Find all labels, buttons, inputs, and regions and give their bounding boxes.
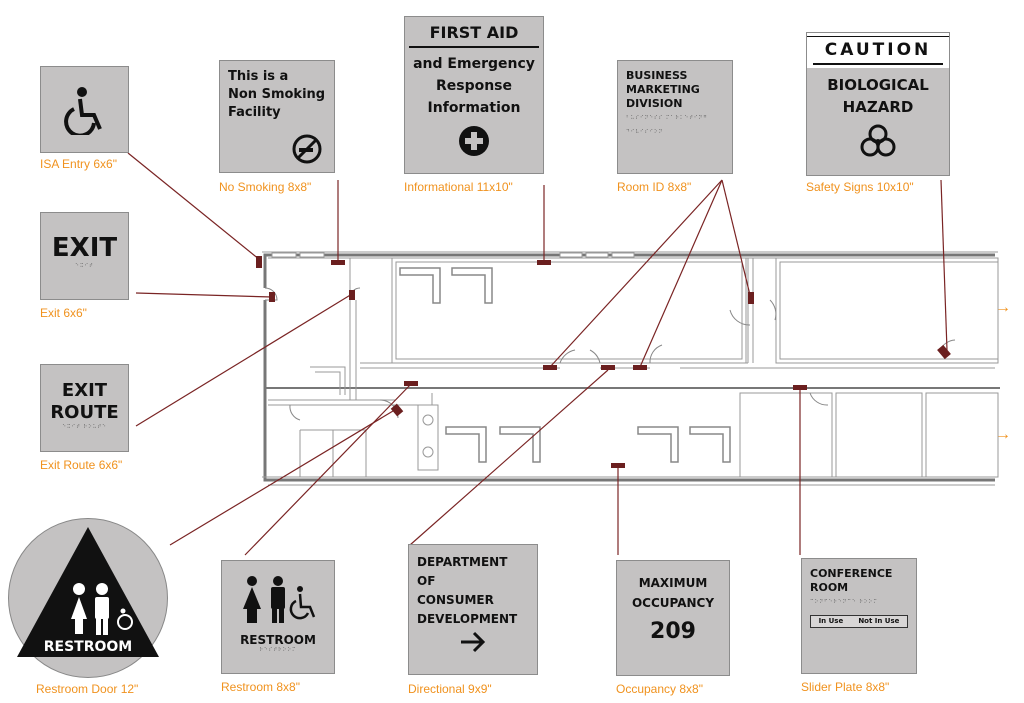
biohazard-icon — [860, 124, 896, 157]
room-id-line-1: BUSINESS — [626, 69, 688, 82]
slider-plate-sign: CONFERENCE ROOM ⠉⠕⠝⠋⠑⠗⠑⠝⠉⠑ ⠗⠕⠕⠍ In Use N… — [801, 558, 917, 674]
no-smoking-line-3: Facility — [228, 105, 281, 120]
restroom-sign: RESTROOM ⠗⠑⠎⠞⠗⠕⠕⠍ — [221, 560, 335, 674]
continuation-arrow-bottom: → — [995, 426, 1011, 443]
room-id-caption: Room ID 8x8" — [617, 180, 692, 194]
room-id-line-3: DIVISION — [626, 97, 683, 110]
restroom-door-text: RESTROOM — [43, 639, 133, 655]
occupancy-sign: MAXIMUM OCCUPANCY 209 — [616, 560, 730, 676]
restroom-door-sign: RESTROOM — [8, 518, 168, 678]
first-aid-sign: FIRST AID and Emergency Response Informa… — [404, 16, 544, 174]
room-id-braille: ⠃⠥⠎⠊⠝⠑⠎⠎ ⠍⠁⠗⠅⠑⠞⠊⠝⠛ ⠙⠊⠧⠊⠎⠊⠕⠝ — [626, 115, 708, 135]
exit-text: EXIT — [51, 233, 118, 263]
caution-line-1: BIOLOGICAL — [827, 76, 929, 94]
caution-line-2: HAZARD — [842, 98, 914, 116]
caution-caption: Safety Signs 10x10" — [806, 180, 914, 194]
no-smoking-sign: This is a Non Smoking Facility — [219, 60, 335, 173]
interior-walls — [262, 251, 999, 486]
in-use-label: In Use — [818, 617, 844, 625]
building-walls — [263, 253, 1000, 482]
occupancy-number: 209 — [650, 619, 696, 644]
exit-braille: ⠑⠭⠊⠞ — [75, 263, 94, 269]
not-in-use-label: Not In Use — [858, 617, 900, 625]
occupancy-line-1: MAXIMUM — [638, 576, 708, 590]
isa-entry-caption: ISA Entry 6x6" — [40, 157, 117, 171]
wheelchair-icon — [63, 86, 102, 135]
occupancy-line-2: OCCUPANCY — [631, 596, 715, 610]
directional-line-3: DEVELOPMENT — [417, 612, 518, 626]
restroom-braille: ⠗⠑⠎⠞⠗⠕⠕⠍ — [259, 647, 297, 653]
exit-caption: Exit 6x6" — [40, 306, 87, 320]
exit-route-line-2: ROUTE — [50, 402, 119, 423]
arrow-right-icon — [461, 631, 486, 653]
no-smoking-caption: No Smoking 8x8" — [219, 180, 312, 194]
continuation-arrow-top: → — [995, 299, 1011, 316]
first-aid-caption: Informational 11x10" — [404, 180, 513, 194]
exit-route-braille: ⠑⠭⠊⠞ ⠗⠕⠥⠞⠑ — [62, 424, 107, 430]
room-id-line-2: MARKETING — [626, 83, 700, 96]
restroom-text: RESTROOM — [240, 633, 316, 647]
no-smoking-line-1: This is a — [228, 69, 289, 84]
directional-line-1: DEPARTMENT OF — [417, 555, 508, 588]
first-aid-line-3: Information — [427, 100, 521, 116]
first-aid-line-2: Response — [435, 78, 513, 94]
no-smoking-line-2: Non Smoking — [228, 87, 326, 102]
room-id-sign: BUSINESS MARKETING DIVISION ⠃⠥⠎⠊⠝⠑⠎⠎ ⠍⠁⠗… — [617, 60, 733, 174]
no-smoking-icon — [292, 134, 322, 164]
restroom-triangle-icon — [17, 527, 159, 657]
windows — [271, 252, 635, 258]
exit-route-sign: EXIT ROUTE ⠑⠭⠊⠞ ⠗⠕⠥⠞⠑ — [40, 364, 129, 452]
isa-entry-sign — [40, 66, 129, 153]
leader-lines — [127, 152, 948, 556]
slider-line-2: ROOM — [810, 581, 849, 594]
occupancy-caption: Occupancy 8x8" — [616, 682, 703, 696]
exit-sign: EXIT ⠑⠭⠊⠞ — [40, 212, 129, 300]
restroom-door-caption: Restroom Door 12" — [36, 682, 139, 696]
sign-markers — [256, 256, 951, 468]
directional-line-2: CONSUMER — [417, 593, 494, 607]
slider-line-1: CONFERENCE — [810, 567, 893, 580]
exit-route-caption: Exit Route 6x6" — [40, 458, 123, 472]
first-aid-line-1: and Emergency — [413, 56, 535, 72]
slider-caption: Slider Plate 8x8" — [801, 680, 890, 694]
caution-title: CAUTION — [824, 40, 932, 60]
first-aid-title: FIRST AID — [409, 23, 539, 48]
exit-route-line-1: EXIT — [61, 380, 108, 401]
desks — [399, 267, 731, 463]
slider-status-bar: In Use Not In Use — [810, 615, 908, 628]
restroom-caption: Restroom 8x8" — [221, 680, 300, 694]
caution-sign: CAUTION BIOLOGICAL HAZARD — [806, 32, 950, 176]
medical-cross-icon — [459, 126, 489, 156]
restroom-people-icon — [243, 576, 316, 623]
directional-sign: DEPARTMENT OF CONSUMER DEVELOPMENT — [408, 544, 538, 675]
directional-caption: Directional 9x9" — [408, 682, 492, 696]
slider-braille: ⠉⠕⠝⠋⠑⠗⠑⠝⠉⠑ ⠗⠕⠕⠍ — [810, 599, 878, 605]
